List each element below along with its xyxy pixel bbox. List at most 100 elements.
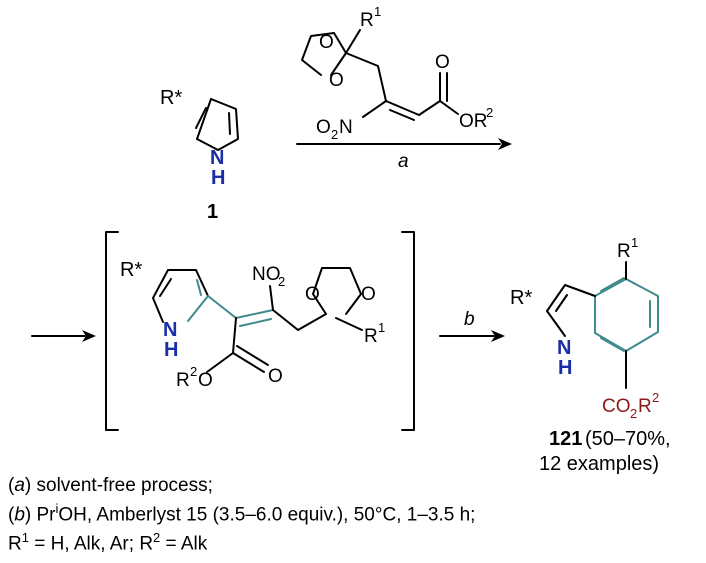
teal-double-bond [239, 318, 272, 327]
no2-o: O [316, 117, 331, 138]
r-def-1: R [8, 533, 22, 555]
indole-five-ring [546, 284, 596, 337]
r-label: R [360, 10, 374, 31]
arrow-head [82, 330, 96, 342]
intermediate: R* N H NO 2 O O R 1 O R 2 O [120, 259, 385, 391]
superscript-1: 1 [378, 320, 385, 335]
co-label: CO [602, 396, 631, 417]
condition-b-text-2: OH, Amberlyst 15 (3.5–6.0 equiv.), 50°C,… [58, 504, 476, 526]
ch2-chain [345, 52, 387, 102]
condition-b-sup: i [55, 501, 59, 516]
examples-text: 12 examples) [539, 453, 659, 475]
r-label: R [364, 326, 378, 347]
no2-bond [269, 285, 274, 311]
h-atom: H [164, 339, 178, 361]
ester-bond [418, 100, 441, 116]
step-b-label: b [464, 309, 475, 330]
r-label: R [176, 370, 190, 391]
or-label: OR [459, 111, 488, 132]
o-atom: O [319, 32, 334, 53]
reaction-conditions: (a) solvent-free process; (b) PriOH, Amb… [8, 474, 475, 556]
reagent-nitroalkene: O O R 1 O 2 N O OR 2 [301, 4, 493, 142]
r1-bond [335, 317, 363, 331]
dioxolane-ring [312, 267, 362, 315]
o-atom: O [198, 370, 213, 391]
no2-n: N [339, 117, 353, 138]
step-a-label: a [398, 151, 409, 172]
condition-b: (b) PriOH, Amberlyst 15 (3.5–6.0 equiv.)… [8, 501, 476, 526]
ester-o-bond [206, 352, 234, 373]
pyrrole-ring-bonds [196, 98, 239, 151]
r1-bond [345, 29, 361, 54]
superscript-2: 2 [486, 105, 493, 120]
condition-a: (a) solvent-free process; [8, 475, 213, 496]
o-atom: O [361, 284, 376, 305]
co2-subscript: 2 [630, 406, 637, 421]
intermediate-brackets [105, 231, 415, 431]
arrow-head [498, 138, 512, 150]
n-atom: N [557, 337, 571, 359]
pyrrole-double-bond [159, 278, 172, 297]
benzene-double-bond [600, 337, 625, 352]
no2-label: NO [252, 264, 281, 285]
pyrrole-ring-teal [187, 295, 209, 322]
alkene-double-bond [389, 109, 415, 121]
n-atom: N [163, 319, 177, 341]
o-atom: O [329, 70, 344, 91]
arrow-step-a: a [296, 138, 512, 172]
arrow-step-b: b [439, 309, 505, 342]
o-atom: O [268, 366, 283, 387]
compound-1-label: 1 [207, 201, 218, 223]
condition-a-text: solvent-free process; [31, 475, 213, 496]
r-def-3: = Alk [160, 533, 208, 555]
r-label: R [617, 241, 631, 262]
h-atom: H [558, 357, 572, 379]
ch2-chain [272, 309, 327, 331]
r-def-sup-1: 1 [21, 530, 29, 546]
r-def-2: = H, Alk, Ar; R [28, 533, 154, 555]
superscript-1: 1 [374, 4, 381, 19]
o-atom: O [305, 284, 320, 305]
r-star-label: R* [510, 287, 532, 309]
o-atom: O [435, 52, 450, 73]
ester-bond [232, 317, 237, 354]
indole-double-bond [555, 294, 568, 312]
pyrrole-1: R* N H 1 [160, 87, 239, 223]
r-star-label: R* [120, 259, 142, 281]
superscript-2: 2 [190, 364, 197, 379]
r-label: R [638, 396, 652, 417]
condition-b-text-1: Pr [31, 504, 56, 526]
arrow-head [491, 330, 505, 342]
pyrrole-double-bond [228, 112, 231, 135]
carbonyl-double-bond [236, 345, 269, 366]
left-bracket [105, 231, 119, 431]
pyrrole-double-bond [195, 107, 207, 129]
no2-subscript: 2 [331, 127, 338, 142]
ester-o-bond [439, 100, 459, 115]
r-star-label: R* [160, 87, 182, 109]
superscript-2: 2 [652, 390, 659, 405]
yield-text: (50–70%, [585, 428, 671, 450]
pyrrole-ring [152, 269, 209, 323]
superscript-1: 1 [631, 235, 638, 250]
no2-bond [362, 100, 387, 118]
carbonyl-bond [232, 352, 265, 373]
n-atom: N [210, 147, 224, 169]
h-atom: H [211, 167, 225, 189]
pyrrole-ring-bond [196, 98, 212, 140]
no2-subscript: 2 [278, 274, 285, 289]
arrow-lead-in [31, 330, 96, 342]
benzene-double-bond [600, 277, 625, 292]
pyrrole-double-bond-teal [196, 279, 202, 296]
teal-chain [207, 295, 274, 319]
condition-b-letter: b [14, 504, 25, 526]
r-def-sup-2: 2 [153, 530, 161, 546]
alkene-bond [385, 100, 420, 116]
dioxolane-ring [301, 32, 347, 76]
right-bracket [401, 231, 415, 431]
r-definitions: R1 = H, Alk, Ar; R2 = Alk [8, 526, 475, 555]
condition-a-letter: a [14, 475, 25, 496]
product-121: R* N H R 1 CO 2 R 2 121 (50–70%, 12 exam… [510, 235, 671, 475]
compound-121-label: 121 [549, 428, 582, 450]
